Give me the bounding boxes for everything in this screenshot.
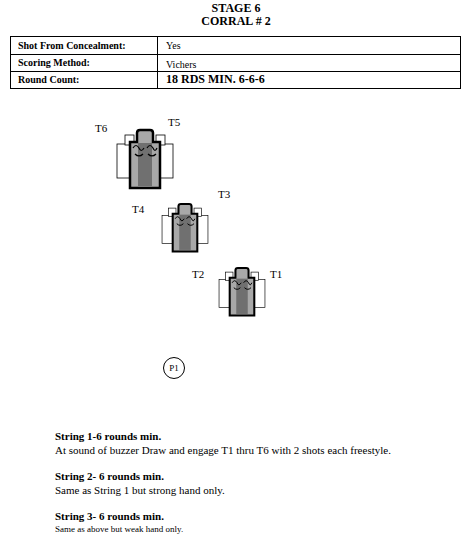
table-cell: Vichers [166, 59, 197, 71]
target-group [117, 130, 173, 188]
string-note: Same as above but weak hand only. [55, 524, 183, 534]
stage-subtitle: CORRAL # 2 [0, 15, 472, 29]
table-cell: Shot From Concealment: [18, 40, 126, 52]
callout-number: T1 [270, 268, 282, 281]
table-cell: Yes [166, 40, 181, 52]
string-note: Same as String 1 but strong hand only. [55, 484, 225, 497]
stage-title: STAGE 6 [0, 2, 472, 16]
table-cell: Round Count: [18, 74, 79, 86]
callout-number: T3 [218, 188, 230, 201]
table-cell: Scoring Method: [18, 57, 90, 69]
position-label: P1 [169, 364, 179, 373]
info-table [10, 36, 461, 89]
target-group [162, 204, 208, 252]
callout-number: T2 [192, 268, 204, 281]
callout-number: T6 [95, 122, 107, 135]
string-heading: String 3- 6 rounds min. [55, 510, 164, 523]
callout-number: T5 [168, 116, 180, 129]
target-group [219, 268, 265, 316]
shooter-position: P1 [163, 357, 185, 379]
table-cell: 18 RDS MIN. 6-6-6 [166, 73, 265, 87]
callout-number: T4 [132, 203, 144, 216]
string-note: At sound of buzzer Draw and engage T1 th… [55, 444, 391, 457]
string-heading: String 1-6 rounds min. [55, 430, 161, 443]
string-heading: String 2- 6 rounds min. [55, 470, 164, 483]
